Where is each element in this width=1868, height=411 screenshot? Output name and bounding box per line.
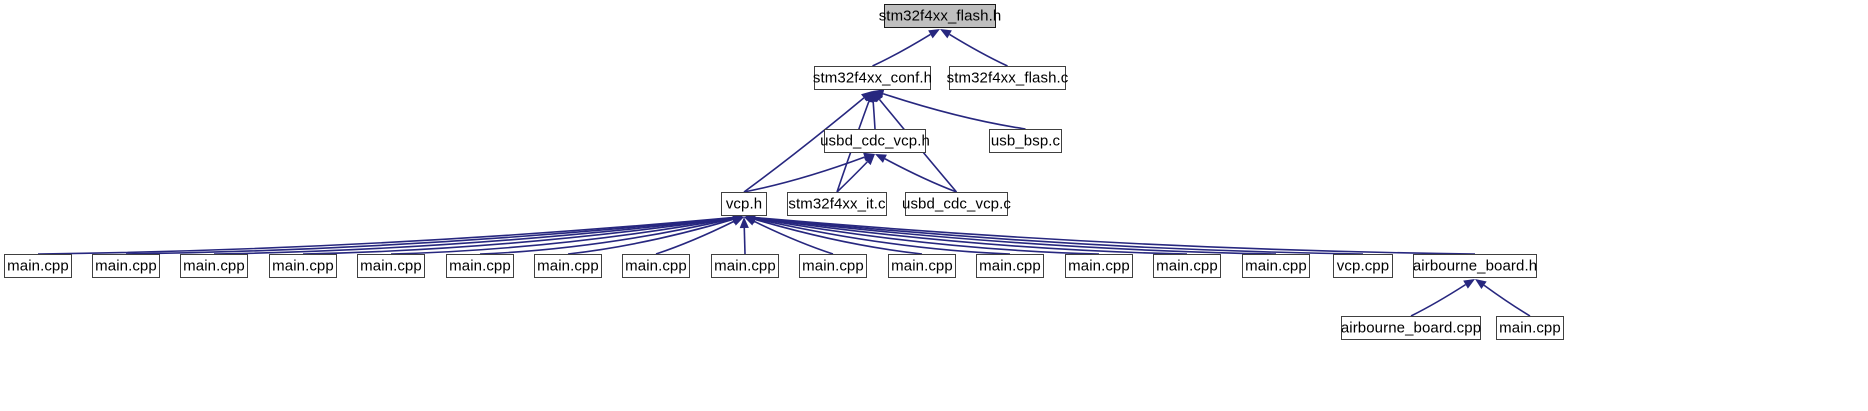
graph-node-label: main.cpp [95,257,157,274]
graph-edge [743,97,865,193]
graph-node-stm32f4xx-flash-c[interactable]: stm32f4xx_flash.c [946,66,1069,90]
graph-node-stm32f4xx-conf-h[interactable]: stm32f4xx_conf.h [812,66,933,90]
graph-node-label: vcp.cpp [1336,257,1390,274]
graph-node-main-cpp[interactable]: main.cpp [888,254,956,278]
graph-node-label: stm32f4xx_flash.c [946,69,1069,86]
graph-edge-arrowhead [864,154,875,166]
graph-edge [125,216,734,255]
graph-edge [302,217,734,255]
graph-edge [753,220,834,255]
graph-edge-arrowhead [940,29,952,39]
graph-edge-arrowhead [1463,279,1475,289]
graph-node-usbd-cdc-vcp-c[interactable]: usbd_cdc_vcp.c [902,192,1011,216]
graph-node-airbourne-board-h[interactable]: airbourne_board.h [1413,254,1537,278]
graph-node-label: stm32f4xx_it.c [788,195,886,212]
graph-node-label: main.cpp [802,257,864,274]
graph-edge [882,92,1026,130]
graph-node-main-cpp[interactable]: main.cpp [534,254,602,278]
graph-edge [479,217,734,255]
graph-node-main-cpp[interactable]: main.cpp [269,254,337,278]
graph-node-main-cpp[interactable]: main.cpp [4,254,72,278]
graph-node-label: stm32f4xx_flash.h [878,7,1002,24]
graph-node-vcp-cpp[interactable]: vcp.cpp [1333,254,1393,278]
graph-node-label: usbd_cdc_vcp.c [902,195,1011,212]
graph-edge [1483,284,1531,317]
graph-node-label: main.cpp [360,257,422,274]
graph-node-label: main.cpp [1499,319,1561,336]
graph-node-label: main.cpp [979,257,1041,274]
graph-edge [754,217,1100,255]
graph-node-main-cpp[interactable]: main.cpp [1065,254,1133,278]
graph-edge [390,217,734,255]
graph-edge [949,33,1008,67]
graph-node-main-cpp[interactable]: main.cpp [1242,254,1310,278]
graph-edge [754,216,1364,255]
graph-edge [37,216,734,255]
graph-edge [754,217,1011,255]
graph-edge [872,33,931,67]
graph-edge [1410,283,1466,317]
graph-node-airbourne-board-cpp[interactable]: airbourne_board.cpp [1341,316,1481,340]
graph-node-main-cpp[interactable]: main.cpp [622,254,690,278]
graph-edge [754,216,1476,255]
graph-node-label: vcp.h [725,195,763,212]
graph-node-usb-bsp-c[interactable]: usb_bsp.c [989,129,1062,153]
graph-node-label: usbd_cdc_vcp.h [820,132,930,149]
graph-edge-arrowhead [872,91,884,103]
graph-node-label: main.cpp [714,257,776,274]
graph-edge [872,101,876,130]
graph-edge [567,218,734,255]
graph-node-main-cpp[interactable]: main.cpp [711,254,779,278]
graph-node-label: airbourne_board.cpp [1340,319,1482,336]
graph-node-main-cpp[interactable]: main.cpp [1153,254,1221,278]
graph-edge [743,156,865,193]
graph-edge [754,218,923,255]
graph-edge [754,216,1277,255]
graph-node-main-cpp[interactable]: main.cpp [799,254,867,278]
graph-node-main-cpp[interactable]: main.cpp [1496,316,1564,340]
graph-edge-arrowhead [1475,279,1487,290]
graph-node-main-cpp[interactable]: main.cpp [357,254,425,278]
graph-edge [655,220,735,255]
graph-edge [754,217,1188,255]
graph-node-stm32f4xx-flash-h[interactable]: stm32f4xx_flash.h [879,4,1001,28]
graph-node-label: main.cpp [183,257,245,274]
graph-node-label: stm32f4xx_conf.h [812,69,933,86]
graph-node-label: main.cpp [7,257,69,274]
graph-node-label: main.cpp [449,257,511,274]
graph-edge [743,227,746,255]
graph-edge-arrowhead [732,217,744,226]
graph-node-label: airbourne_board.h [1412,257,1538,274]
graph-node-label: main.cpp [625,257,687,274]
graph-edge [213,216,734,255]
graph-edge-arrowhead [864,91,874,103]
graph-edge-arrowhead [739,217,749,229]
graph-node-label: main.cpp [537,257,599,274]
graph-node-usbd-cdc-vcp-h[interactable]: usbd_cdc_vcp.h [820,129,930,153]
graph-node-label: main.cpp [1245,257,1307,274]
graph-node-stm32f4xx-it-c[interactable]: stm32f4xx_it.c [787,192,887,216]
graph-edge-arrowhead [861,91,873,102]
graph-edge [836,161,868,193]
graph-node-vcp-h[interactable]: vcp.h [721,192,767,216]
graph-node-label: main.cpp [272,257,334,274]
graph-edge [884,158,957,193]
graph-node-label: main.cpp [1156,257,1218,274]
graph-edge-arrowhead [928,29,940,39]
graph-node-label: usb_bsp.c [990,132,1061,149]
graph-node-main-cpp[interactable]: main.cpp [92,254,160,278]
graph-node-main-cpp[interactable]: main.cpp [446,254,514,278]
graph-node-main-cpp[interactable]: main.cpp [976,254,1044,278]
graph-edge-arrowhead [875,154,887,163]
graph-node-main-cpp[interactable]: main.cpp [180,254,248,278]
graph-node-label: main.cpp [891,257,953,274]
graph-node-label: main.cpp [1068,257,1130,274]
